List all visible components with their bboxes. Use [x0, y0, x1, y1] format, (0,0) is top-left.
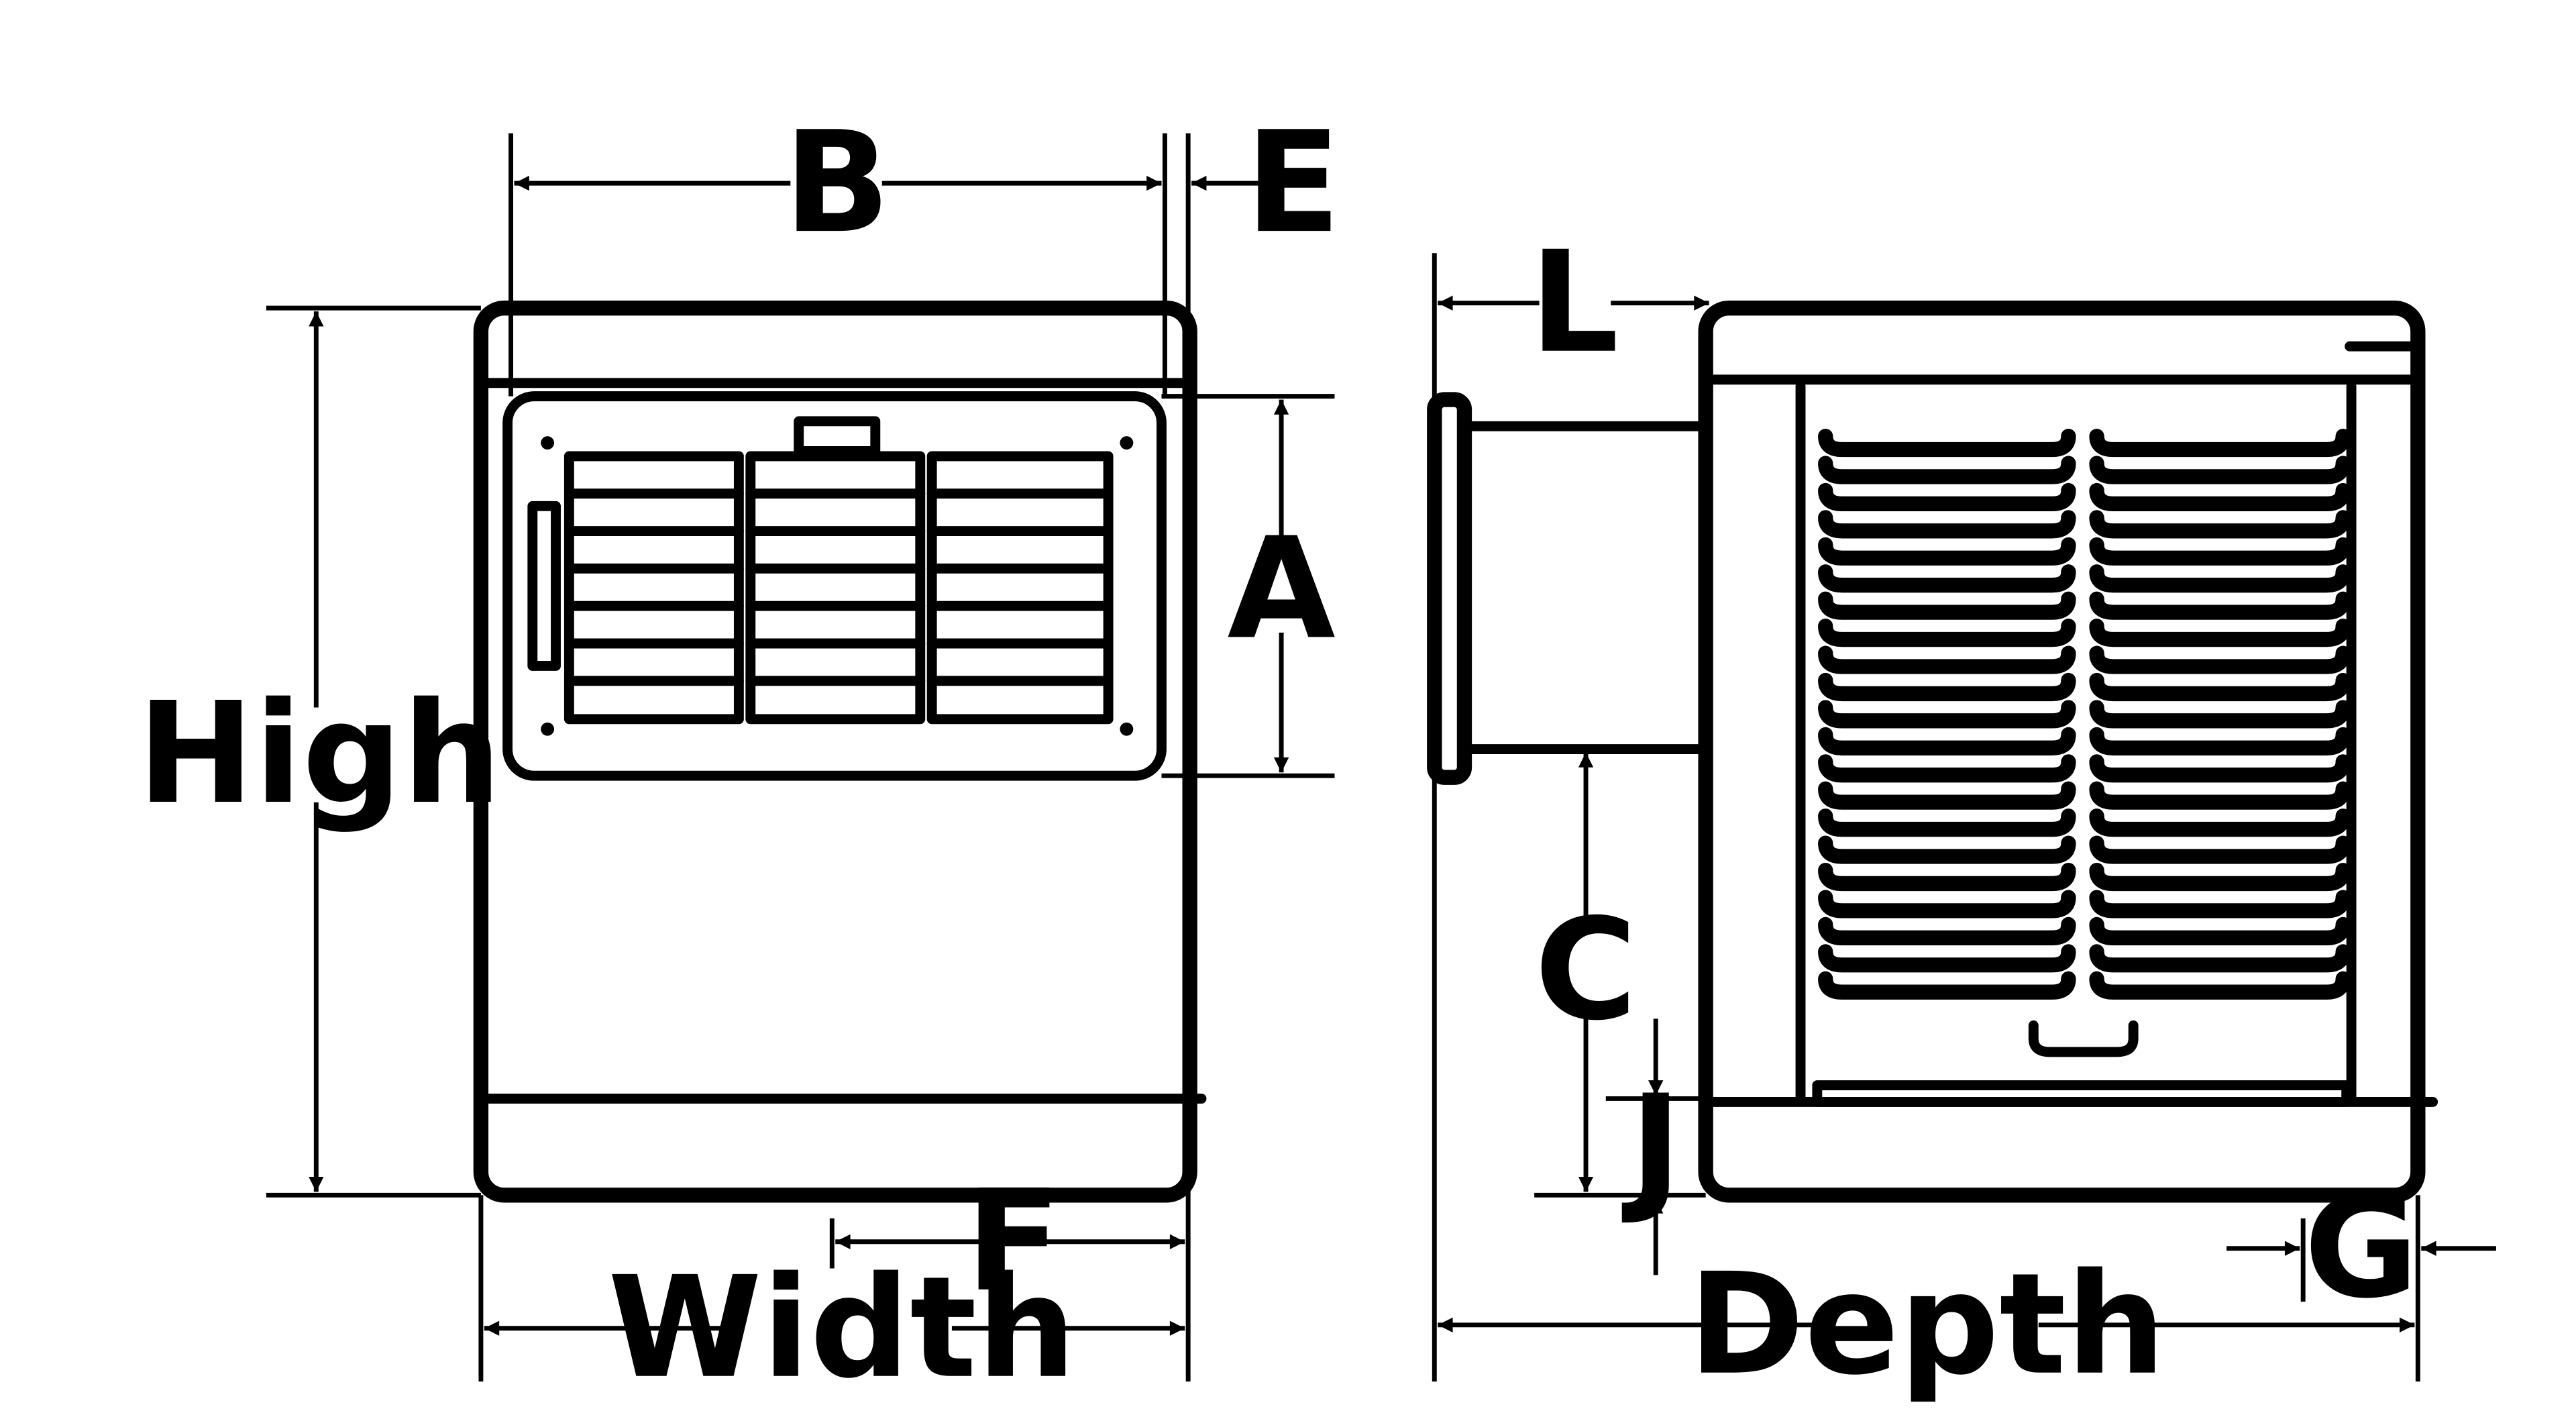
- side-louver-slat: [2089, 456, 2351, 484]
- side-louver-slat: [2089, 944, 2351, 973]
- side-louver-slat: [1818, 428, 2076, 458]
- label-depth: Depth: [1688, 1244, 2165, 1406]
- side-louver-slat: [1818, 537, 2076, 566]
- side-louver-slat: [2089, 808, 2351, 837]
- front-louver-block: [745, 451, 926, 725]
- label-e: E: [1245, 102, 1340, 264]
- side-louver-slat: [2089, 591, 2351, 620]
- side-louver-slat: [1818, 890, 2076, 919]
- side-louver-slat: [1818, 482, 2076, 512]
- side-louver-slat: [1818, 916, 2076, 945]
- side-louver-slat: [1818, 754, 2076, 783]
- side-louver-slat: [2089, 971, 2351, 1000]
- side-louver-slat: [2089, 862, 2351, 892]
- side-louver-slat: [2089, 700, 2351, 729]
- side-louver-slat: [2089, 754, 2351, 783]
- side-louver-slat: [2089, 510, 2351, 539]
- side-louver-slat: [2089, 672, 2351, 702]
- side-view: [1427, 300, 2438, 1203]
- side-louver-slats: [1818, 428, 2351, 1000]
- front-louver-block: [926, 451, 1114, 725]
- side-louver-slat: [1818, 835, 2076, 864]
- label-width: Width: [608, 1247, 1076, 1410]
- side-louver-slat: [1818, 645, 2076, 674]
- side-louver-slat: [1818, 564, 2076, 593]
- front-louver-block: [564, 451, 744, 725]
- side-louver-slat: [1818, 971, 2076, 1000]
- label-high: High: [138, 673, 502, 835]
- side-louver-slat: [2089, 645, 2351, 674]
- side-louver-slat: [2089, 727, 2351, 755]
- dimension-labels: B E High A F Width L C J G Depth: [138, 102, 2419, 1410]
- side-louver-slat: [2089, 537, 2351, 566]
- side-drain-cup: [2028, 1020, 2139, 1057]
- side-louver-slat: [1818, 727, 2076, 755]
- front-grille-tab: [794, 416, 881, 456]
- dimension-lines: [266, 133, 2496, 1382]
- label-g: G: [2304, 1167, 2418, 1330]
- label-a: A: [1227, 508, 1335, 670]
- front-louver-blocks: [564, 451, 1114, 725]
- front-view: [473, 300, 1207, 1203]
- side-louver-slat: [2089, 428, 2351, 458]
- label-b: B: [784, 102, 890, 264]
- label-j: J: [1621, 1065, 1682, 1228]
- side-louver-slat: [1818, 591, 2076, 620]
- side-louver-slat: [2089, 482, 2351, 512]
- side-louver-slat: [1818, 700, 2076, 729]
- side-louver-slat: [2089, 890, 2351, 919]
- front-screw-dots: [541, 436, 1134, 736]
- side-louver-slat: [1818, 944, 2076, 973]
- label-f: F: [966, 1161, 1061, 1323]
- side-louver-slat: [1818, 619, 2076, 647]
- side-louver-slat: [1818, 672, 2076, 702]
- front-cabinet-outline: [473, 300, 1197, 1203]
- side-louver-slat: [1818, 862, 2076, 892]
- side-louver-slat: [1818, 781, 2076, 810]
- label-l: L: [1529, 222, 1619, 384]
- side-louver-slat: [2089, 619, 2351, 647]
- side-louver-slat: [1818, 456, 2076, 484]
- side-louver-slat: [1818, 510, 2076, 539]
- duct-body: [1459, 421, 1711, 754]
- label-c: C: [1535, 889, 1638, 1051]
- side-louver-slat: [2089, 916, 2351, 945]
- side-cabinet-outline: [1698, 300, 2426, 1203]
- front-grille-panel: [502, 391, 1167, 781]
- side-louver-slat: [2089, 781, 2351, 810]
- side-louver-slat: [1818, 808, 2076, 837]
- side-bottom-sill: [1812, 1080, 2352, 1107]
- front-grille-handle: [527, 501, 561, 671]
- side-louver-slat: [2089, 835, 2351, 864]
- side-louver-slat: [2089, 564, 2351, 593]
